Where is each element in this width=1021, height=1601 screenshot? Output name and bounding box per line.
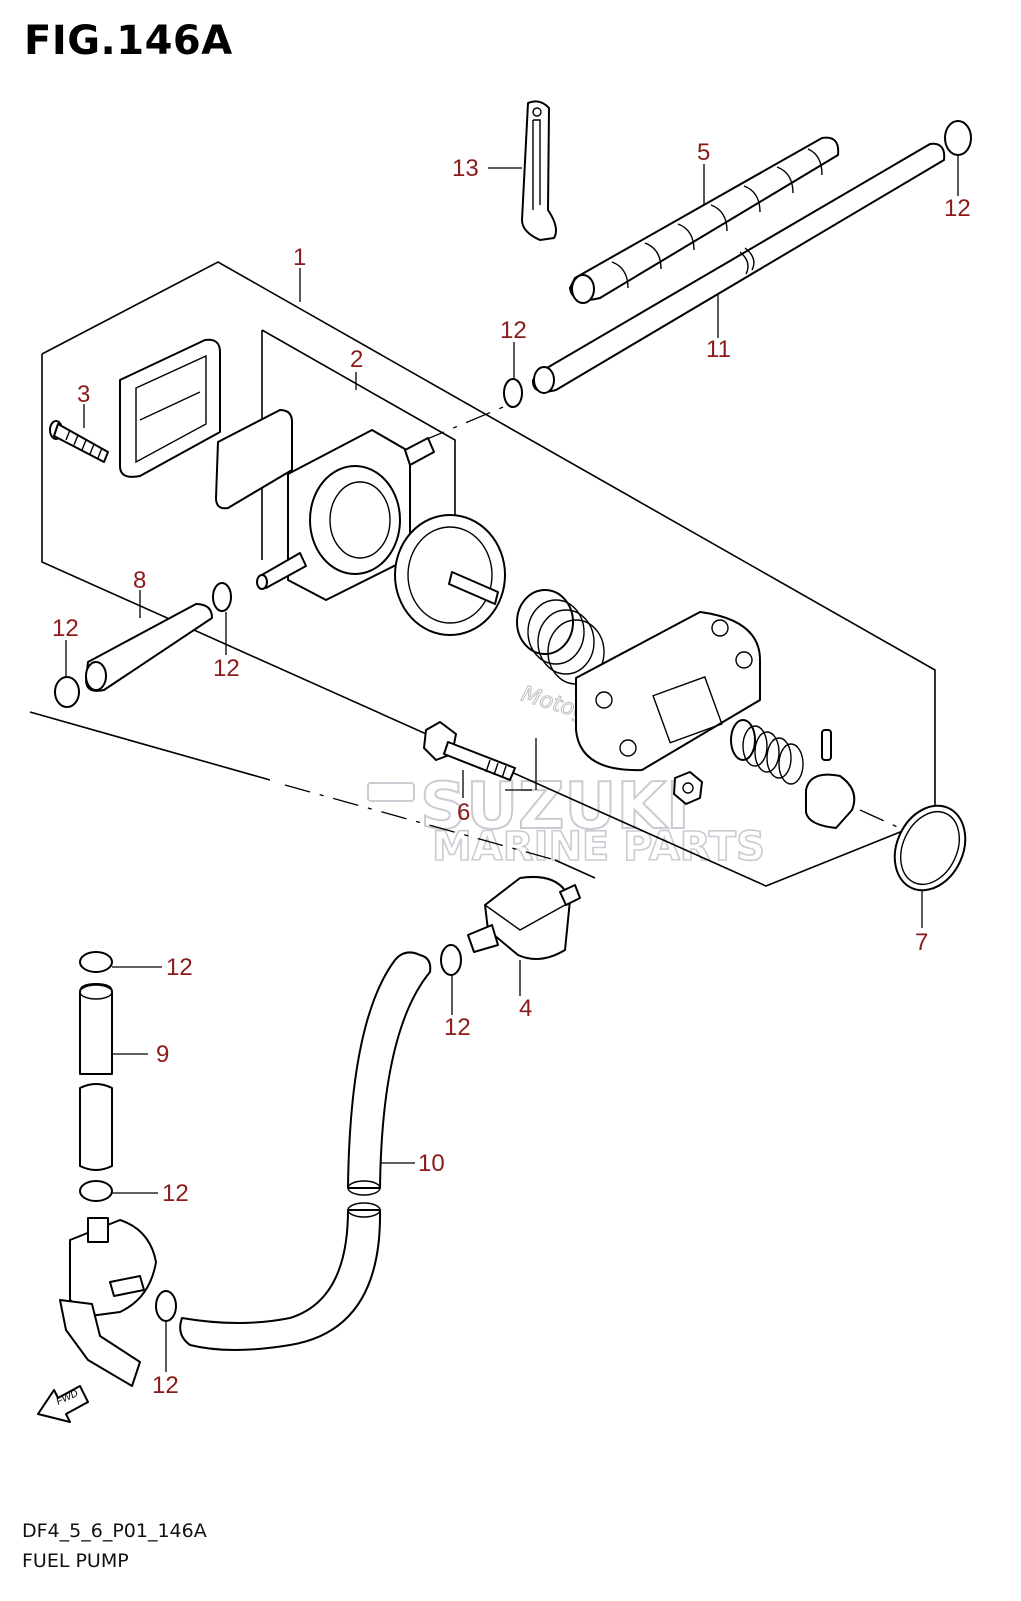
diaphragm xyxy=(394,514,506,636)
callout-12: 12 xyxy=(213,655,240,682)
filter-part-4 xyxy=(467,876,581,960)
callout-6: 6 xyxy=(457,799,470,826)
tube-part-5 xyxy=(569,136,840,304)
pump-cover xyxy=(575,611,761,772)
hose-part-11 xyxy=(531,142,946,394)
watermark-subtitle: MARINE PARTS xyxy=(432,824,765,870)
callout-12: 12 xyxy=(500,317,527,344)
callout-5: 5 xyxy=(697,139,710,166)
plug xyxy=(805,773,856,829)
callout-7: 7 xyxy=(915,929,928,956)
figure-code: DF4_5_6_P01_146A xyxy=(22,1520,207,1542)
callout-11: 11 xyxy=(706,336,731,363)
pump-body-part-2 xyxy=(215,409,435,601)
callout-12: 12 xyxy=(166,954,193,981)
small-spring xyxy=(730,719,804,785)
callout-9: 9 xyxy=(156,1041,169,1068)
hose-part-8 xyxy=(85,603,213,692)
callout-2: 2 xyxy=(350,346,363,373)
leader-lines xyxy=(65,156,959,1372)
hose-part-9 xyxy=(79,983,113,1171)
callout-3: 3 xyxy=(77,381,90,408)
watermark-logo-icon xyxy=(367,782,415,802)
clamp-part-12 xyxy=(54,120,972,1322)
figure-title: FIG.146A xyxy=(24,18,233,64)
clip-part-13 xyxy=(521,100,557,241)
callout-12: 12 xyxy=(162,1180,189,1207)
fuel-connector xyxy=(59,1217,157,1387)
callout-12: 12 xyxy=(444,1014,471,1041)
callout-4: 4 xyxy=(519,995,532,1022)
callout-12: 12 xyxy=(52,615,79,642)
callouts: 1 2 3 4 5 6 7 8 9 10 11 13 12 12 12 12 1… xyxy=(52,139,971,1399)
bolt-part-6 xyxy=(423,721,516,781)
callout-12: 12 xyxy=(152,1372,179,1399)
o-ring-part-7 xyxy=(893,804,967,892)
figure-name: FUEL PUMP xyxy=(22,1550,129,1572)
callout-1: 1 xyxy=(293,244,306,271)
spring xyxy=(516,589,605,685)
pin xyxy=(821,729,832,761)
screw-part-3 xyxy=(49,420,109,463)
gasket-plate xyxy=(119,338,221,478)
callout-13: 13 xyxy=(452,155,479,182)
hose-part-10 xyxy=(179,951,432,1351)
callout-12: 12 xyxy=(944,195,971,222)
callout-10: 10 xyxy=(418,1150,445,1177)
callout-8: 8 xyxy=(133,567,146,594)
nut xyxy=(673,771,703,805)
fwd-arrow-icon: FWD xyxy=(37,1385,89,1423)
